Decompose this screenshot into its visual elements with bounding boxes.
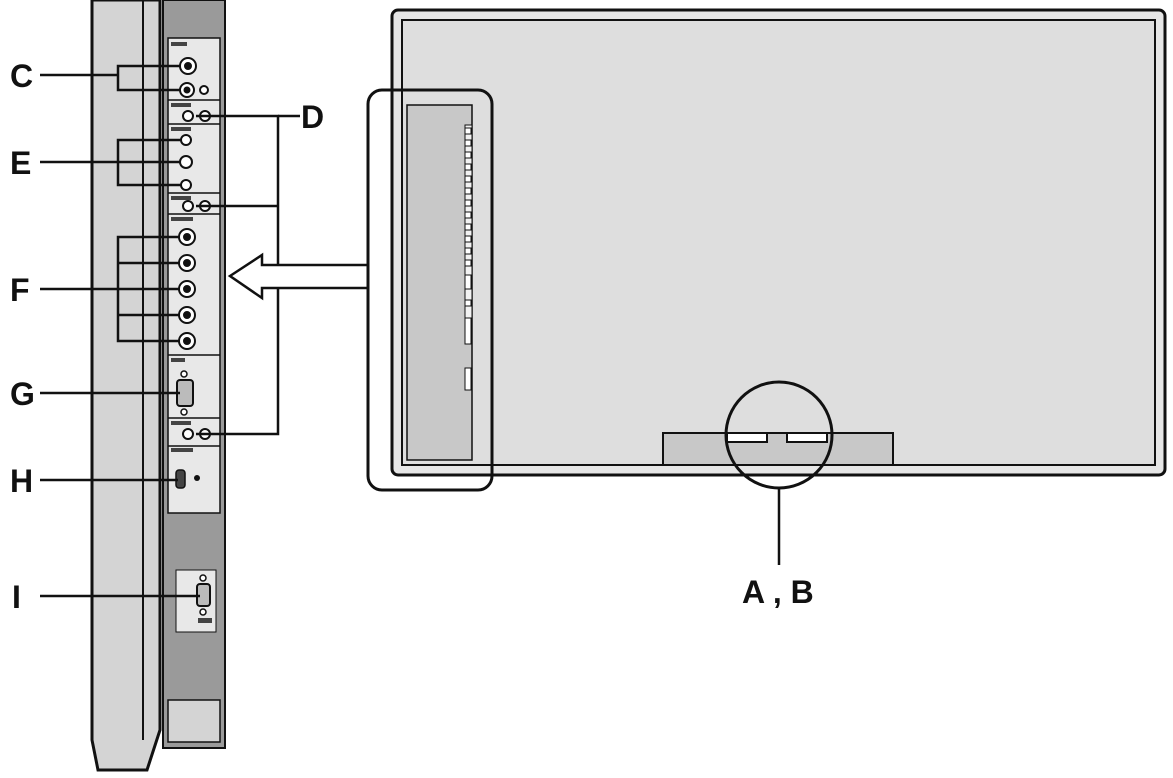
highlight-circle: [724, 380, 834, 490]
bottom-bracket: [662, 432, 894, 466]
callout-f: F: [10, 272, 30, 308]
highlight-box: [366, 88, 494, 492]
rear-inner-frame: [401, 19, 1156, 466]
callout-h: H: [10, 463, 33, 499]
callout-labels: C D E F G H I A , B: [10, 58, 814, 615]
terminal-plate-upper: [167, 37, 221, 514]
callout-d: D: [301, 99, 324, 135]
callout-g: G: [10, 376, 35, 412]
connector-g-dsub: [176, 370, 194, 416]
connectors-e: [179, 134, 193, 191]
rear-view: [366, 8, 1167, 492]
callout-a-b: A , B: [742, 574, 814, 610]
direction-arrow: [227, 252, 370, 301]
leader-lines: [40, 64, 781, 598]
side-panel-bezel: [90, 0, 162, 772]
callout-e: E: [10, 145, 31, 181]
callout-i: I: [12, 579, 21, 615]
callout-c: C: [10, 58, 33, 94]
